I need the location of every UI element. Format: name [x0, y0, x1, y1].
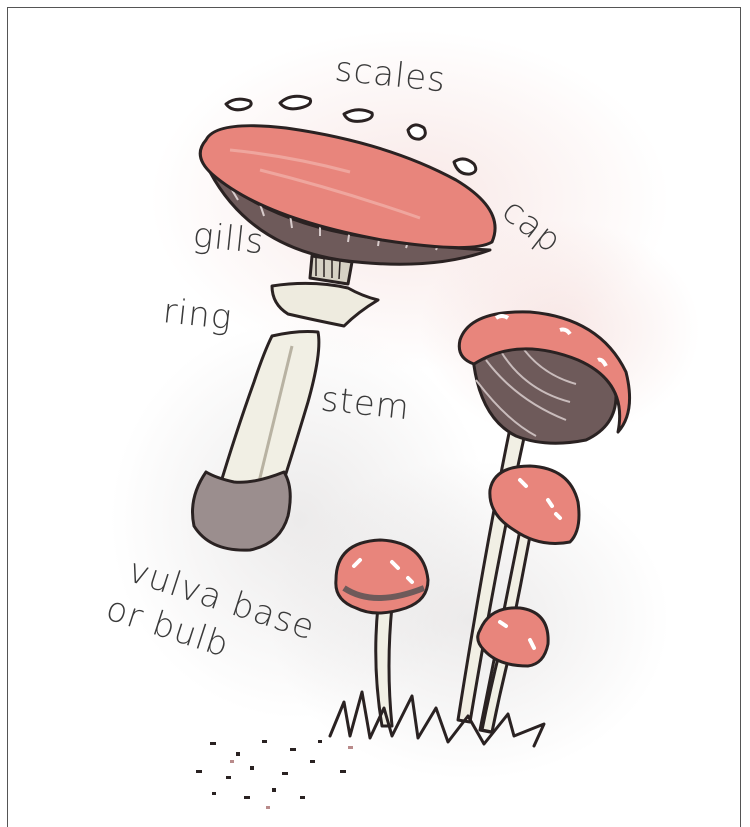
scale: [408, 125, 425, 139]
volva-bulb: [193, 472, 291, 550]
left-cap: [336, 540, 428, 613]
scale: [344, 110, 372, 122]
scale: [226, 99, 251, 110]
label-gills: gills: [191, 215, 266, 262]
label-ring: ring: [161, 291, 234, 338]
ground-specks: [196, 740, 353, 809]
scale: [280, 96, 311, 109]
